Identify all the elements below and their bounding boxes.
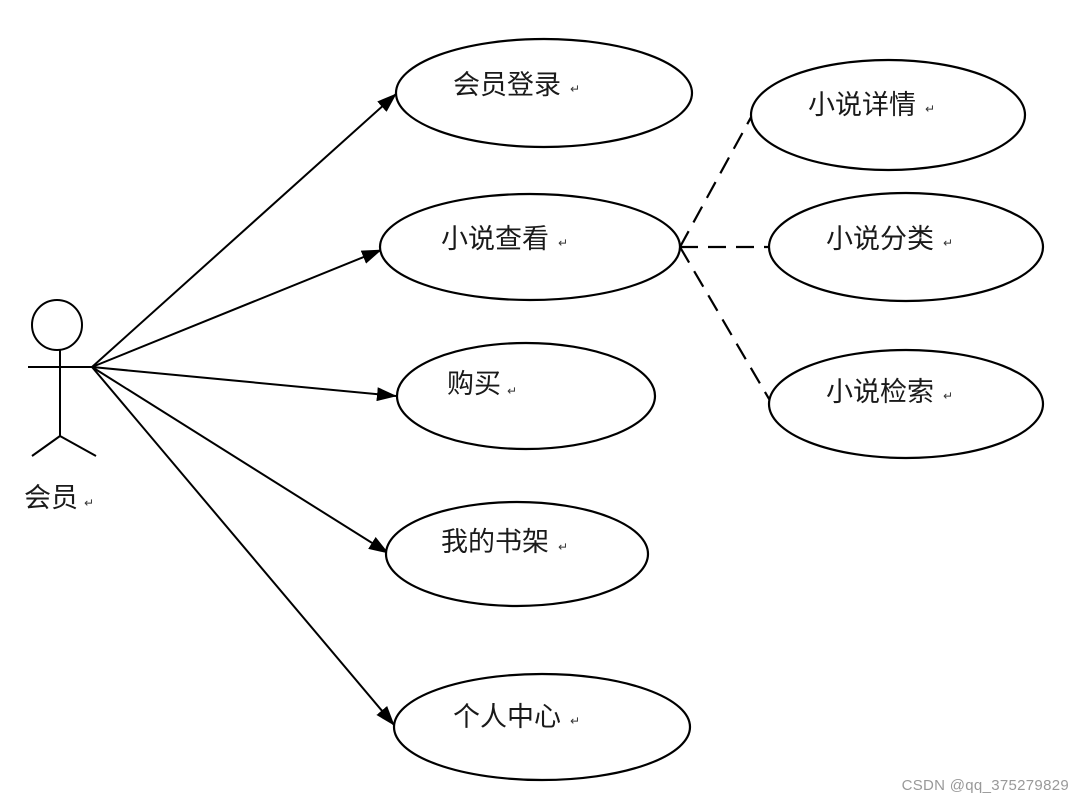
- relation-view-detail: [679, 109, 756, 248]
- use-case-view-mark: ↵: [558, 236, 568, 250]
- sub-use-case-search-label: 小说检索: [826, 377, 934, 408]
- use-case-buy-ellipse: [395, 341, 657, 451]
- sub-use-case-detail: 小说详情 ↵: [749, 58, 1027, 172]
- association-login: [91, 93, 397, 368]
- use-case-buy-mark: ↵: [507, 384, 517, 398]
- use-case-shelf: 我的书架 ↵: [384, 500, 650, 608]
- use-case-personal: 个人中心 ↵: [392, 672, 692, 782]
- sub-use-case-category-label: 小说分类: [826, 224, 934, 255]
- association-shelf: [91, 366, 389, 554]
- actor-member: 会员 ↵: [24, 299, 97, 514]
- use-case-buy: 购买 ↵: [395, 341, 657, 451]
- actor-right-leg: [59, 435, 97, 457]
- relation-view-search: [679, 246, 773, 405]
- sub-use-case-detail-label: 小说详情: [808, 90, 916, 121]
- use-case-shelf-ellipse: [384, 500, 650, 608]
- actor-head: [31, 299, 83, 351]
- sub-use-case-search-ellipse: [767, 348, 1045, 460]
- sub-use-case-category-mark: ↵: [943, 236, 953, 250]
- actor-left-leg: [31, 435, 61, 457]
- use-case-login-label: 会员登录: [453, 70, 561, 101]
- use-case-personal-ellipse: [392, 672, 692, 782]
- sub-use-case-search-mark: ↵: [943, 389, 953, 403]
- use-case-personal-label: 个人中心: [453, 702, 561, 733]
- association-view: [91, 249, 382, 368]
- use-case-personal-mark: ↵: [570, 714, 580, 728]
- sub-use-case-detail-ellipse: [749, 58, 1027, 172]
- sub-use-case-category-ellipse: [767, 191, 1045, 303]
- use-case-buy-label: 购买: [447, 369, 501, 400]
- use-case-view-label: 小说查看: [441, 224, 549, 255]
- association-personal: [91, 366, 395, 726]
- use-case-login: 会员登录 ↵: [394, 37, 694, 149]
- actor-label: 会员: [24, 483, 78, 514]
- use-case-shelf-label: 我的书架: [441, 527, 549, 558]
- association-buy: [91, 366, 397, 402]
- sub-use-case-search: 小说检索 ↵: [767, 348, 1045, 460]
- use-case-shelf-mark: ↵: [558, 540, 568, 554]
- sub-use-case-category: 小说分类 ↵: [767, 191, 1045, 303]
- use-case-view-ellipse: [378, 192, 682, 302]
- use-case-login-ellipse: [394, 37, 694, 149]
- use-case-login-mark: ↵: [570, 82, 580, 96]
- use-case-view: 小说查看 ↵: [378, 192, 682, 302]
- watermark: CSDN @qq_375279829: [901, 777, 1069, 794]
- sub-use-case-detail-mark: ↵: [925, 102, 935, 116]
- actor-label-mark: ↵: [84, 496, 94, 510]
